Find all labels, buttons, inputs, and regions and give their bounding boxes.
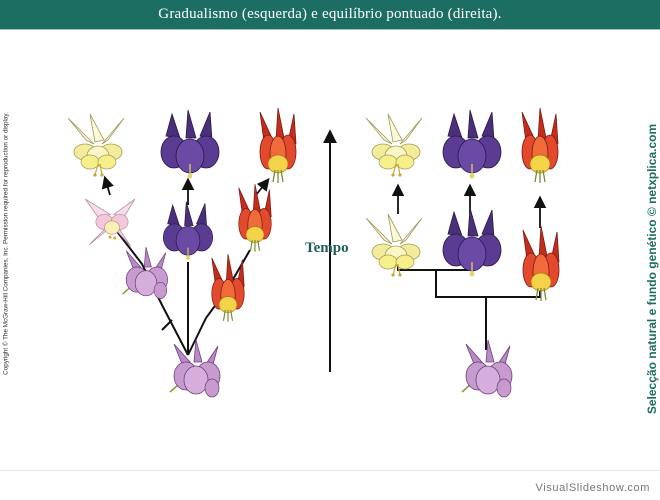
gradual-arrow-red	[255, 178, 270, 196]
punct-red-flower-top	[521, 107, 559, 184]
gradual-red-flower-mid	[238, 183, 272, 253]
gradual-arrow-white	[101, 175, 114, 196]
punct-ancestor-flower	[461, 339, 513, 398]
punct-purple-flower-top	[442, 109, 502, 180]
gradual-purple-flower-mid	[162, 201, 214, 261]
slide-title: Gradualismo (esquerda) e equilíbrio pont…	[158, 6, 502, 22]
gradual-pink-flower-mid	[84, 198, 136, 248]
punct-white-flower-top	[365, 113, 423, 178]
punctuated-tree	[365, 107, 560, 398]
footer-divider	[0, 470, 660, 471]
punct-purple-flower-mid	[442, 207, 502, 278]
title-rule	[0, 29, 660, 30]
gradual-red-purple-flower	[211, 253, 245, 323]
watermark[interactable]: VisualSlideshow.com	[535, 482, 650, 494]
gradual-red-flower-top	[259, 107, 297, 184]
gradualism-tree	[67, 107, 297, 398]
title-bar: Gradualismo (esquerda) e equilíbrio pont…	[0, 0, 660, 29]
punct-white-flower-mid	[365, 213, 423, 278]
gradual-purple-flower-top	[160, 109, 220, 180]
punct-red-flower-mid	[522, 225, 560, 302]
side-credit: Selecção natural e fundo genético © netx…	[645, 123, 659, 415]
gradual-ancestor-flower	[169, 339, 221, 398]
gradual-pink-purple-flower	[121, 246, 169, 300]
gradual-white-flower-top	[67, 113, 125, 178]
time-label: Tempo	[305, 240, 349, 256]
